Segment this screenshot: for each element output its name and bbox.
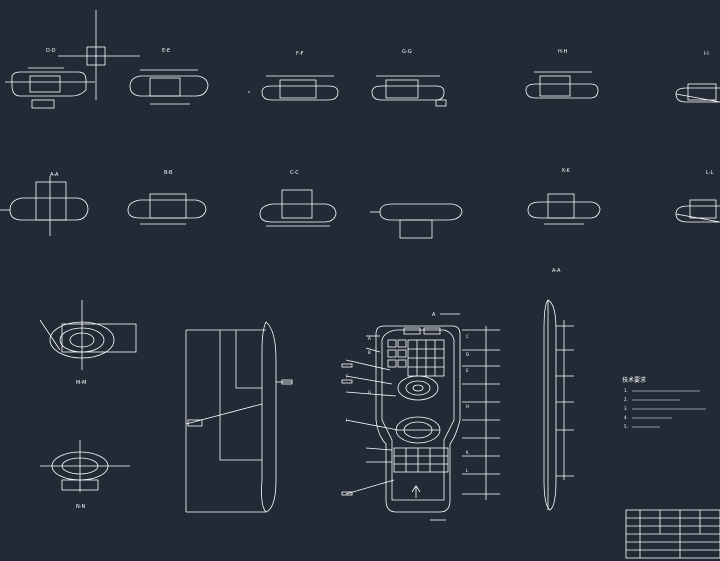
remote-front-view bbox=[375, 325, 461, 513]
section-label-d: D-D bbox=[46, 48, 56, 54]
title-block bbox=[625, 509, 720, 559]
section-view-e bbox=[129, 69, 209, 105]
section-label-i: I-I bbox=[704, 51, 709, 57]
side-view-marker: A-A bbox=[552, 268, 561, 274]
volume-rocker bbox=[395, 416, 441, 444]
technical-note-4: 4. bbox=[624, 415, 628, 420]
technical-notes-heading: 技术要求 bbox=[622, 376, 646, 384]
front-view-leaders bbox=[341, 335, 399, 496]
technical-note-3: 3. bbox=[624, 406, 628, 411]
section-view-c bbox=[259, 189, 337, 227]
detail-view-m bbox=[39, 300, 137, 370]
remote-side-view bbox=[543, 299, 574, 511]
technical-notes: 技术要求 1. 2. 3. 4. 5. bbox=[622, 376, 706, 429]
section-view-d bbox=[5, 67, 95, 109]
section-view-g bbox=[371, 75, 447, 107]
detail-label-m: M-M bbox=[76, 380, 86, 386]
section-view-f bbox=[248, 75, 339, 101]
section-view-m-partial bbox=[675, 199, 720, 223]
section-label-g: G-G bbox=[402, 49, 412, 55]
callout-c: C bbox=[466, 334, 469, 339]
section-view-a bbox=[0, 176, 89, 236]
section-label-l: L-L bbox=[706, 170, 714, 176]
crosshair-cursor bbox=[58, 10, 140, 100]
detail-view-n bbox=[40, 440, 130, 492]
technical-note-5: 5. bbox=[624, 424, 628, 429]
callout-a: A bbox=[368, 336, 371, 341]
callout-h: H bbox=[466, 404, 469, 409]
section-label-k: K-K bbox=[562, 168, 571, 174]
callout-k: K bbox=[466, 450, 469, 455]
section-view-b bbox=[127, 193, 207, 225]
section-label-e: E-E bbox=[162, 48, 170, 54]
section-view-h bbox=[525, 71, 599, 99]
side-profile-view bbox=[185, 321, 293, 513]
callout-e: E bbox=[466, 368, 469, 373]
detail-label-n: N-N bbox=[76, 504, 86, 510]
section-label-b: B-B bbox=[164, 170, 173, 176]
section-label-c: C-C bbox=[290, 170, 299, 176]
bottom-keypad bbox=[393, 447, 449, 473]
technical-note-2: 2. bbox=[624, 397, 628, 402]
callout-l: L bbox=[466, 468, 469, 473]
callout-i: I bbox=[346, 418, 347, 423]
section-label-a: A-A bbox=[50, 172, 59, 178]
section-labels: D-D E-E F-F G-G H-H I-I A-A B-B C-C K-K … bbox=[46, 48, 714, 510]
front-view-dimension-lines bbox=[430, 313, 500, 521]
callout-letters: A B C D E F G H I K L bbox=[346, 334, 469, 473]
section-label-f: F-F bbox=[296, 51, 304, 57]
keypad-grid bbox=[387, 339, 445, 377]
front-view-marker: A bbox=[432, 312, 436, 318]
callout-g: G bbox=[368, 390, 371, 395]
callout-b: B bbox=[368, 350, 371, 355]
section-view-i bbox=[675, 83, 720, 103]
technical-note-1: 1. bbox=[624, 388, 628, 393]
callout-d: D bbox=[466, 352, 469, 357]
section-label-h: H-H bbox=[558, 49, 568, 55]
callout-f: F bbox=[346, 374, 349, 379]
section-view-k bbox=[370, 203, 463, 239]
section-view-l bbox=[527, 193, 601, 225]
navigation-dpad bbox=[397, 375, 439, 401]
